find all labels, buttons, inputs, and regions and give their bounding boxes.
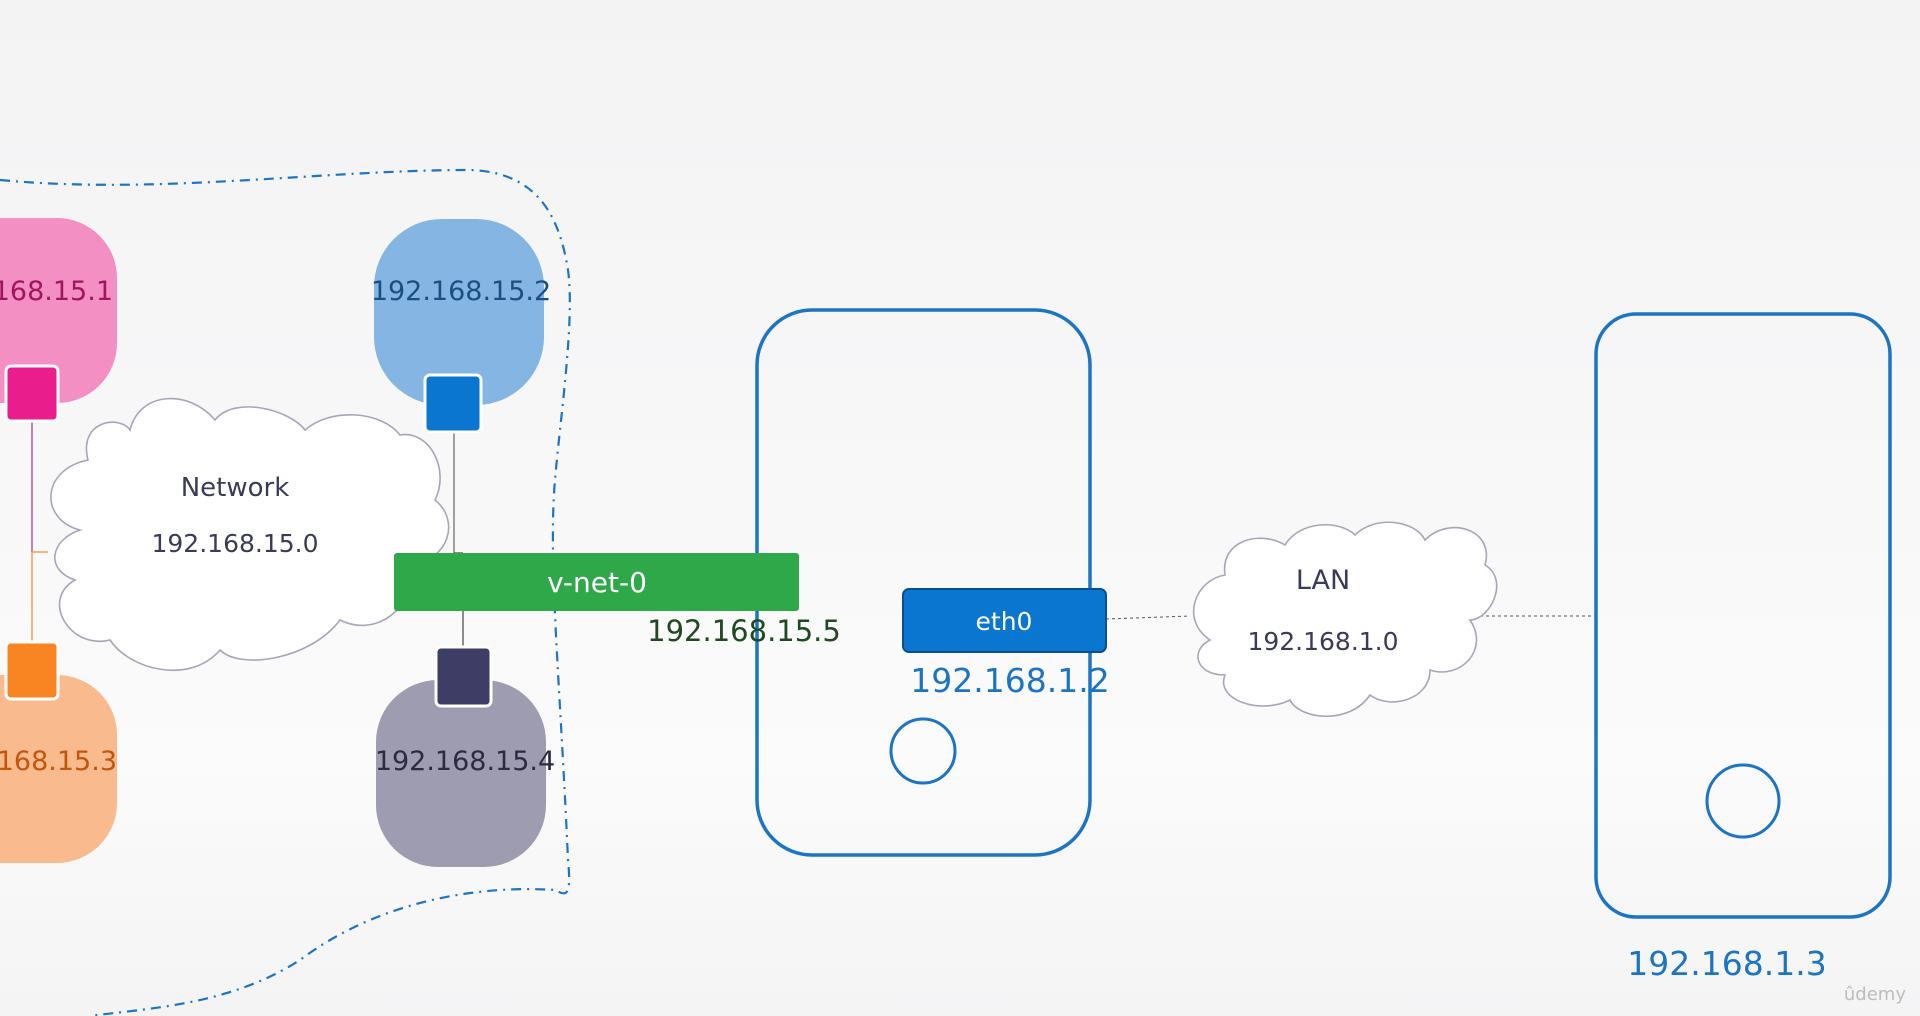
bridge-name: v-net-0: [547, 566, 647, 599]
container-ns4[interactable]: 192.168.15.4: [375, 645, 555, 867]
container-ns4-ip: 192.168.15.4: [375, 746, 555, 777]
container-ns1-body: [0, 218, 117, 403]
host-1[interactable]: [755, 308, 1092, 857]
bridge-bar[interactable]: [394, 553, 799, 611]
container-ns4-body: [376, 680, 546, 867]
network-cloud-title: Network: [181, 473, 290, 503]
container-ns2-body: [374, 219, 544, 405]
lan-cloud: LAN 192.168.1.0: [1192, 521, 1498, 717]
watermark-logo: ûdemy: [1844, 984, 1906, 1005]
eth0-box[interactable]: [902, 588, 1107, 653]
container-ns2-port[interactable]: [423, 373, 483, 434]
container-ns2-ip: 192.168.15.2: [371, 276, 551, 307]
eth0-label: eth0: [976, 607, 1033, 636]
host-2-button-icon: [1705, 763, 1781, 839]
host-1-ip: 192.168.1.2: [910, 661, 1109, 700]
container-ns3-port[interactable]: [4, 640, 60, 701]
host-1-button-icon: [889, 717, 957, 785]
namespace-boundary: [0, 168, 571, 1016]
container-ns1-port[interactable]: [4, 364, 60, 423]
container-ns2[interactable]: 192.168.15.2: [371, 219, 551, 434]
container-ns4-port[interactable]: [434, 645, 493, 708]
network-cloud: Network 192.168.15.0: [50, 397, 450, 672]
link-eth0-lan: [1105, 615, 1191, 620]
network-cloud-subnet: 192.168.15.0: [152, 529, 319, 558]
container-ns3-ip: 192.168.15.3: [0, 746, 117, 777]
container-ns1[interactable]: 192.168.15.1: [0, 218, 117, 423]
container-ns3-body: [0, 675, 117, 863]
container-ns1-ip: 192.168.15.1: [0, 276, 113, 307]
host-2-ip: 192.168.1.3: [1627, 944, 1826, 983]
eth0-interface[interactable]: eth0 192.168.1.2: [902, 588, 1110, 700]
lan-cloud-title: LAN: [1296, 565, 1350, 596]
bridge-v-net-0[interactable]: v-net-0 192.168.15.5: [394, 553, 841, 648]
lan-cloud-subnet: 192.168.1.0: [1247, 627, 1398, 656]
host-1-frame: [755, 308, 1092, 857]
host-2-frame: [1594, 312, 1892, 919]
bridge-ip: 192.168.15.5: [647, 614, 841, 648]
container-ns3[interactable]: 192.168.15.3: [0, 640, 117, 863]
host-2[interactable]: 192.168.1.3: [1594, 312, 1892, 983]
